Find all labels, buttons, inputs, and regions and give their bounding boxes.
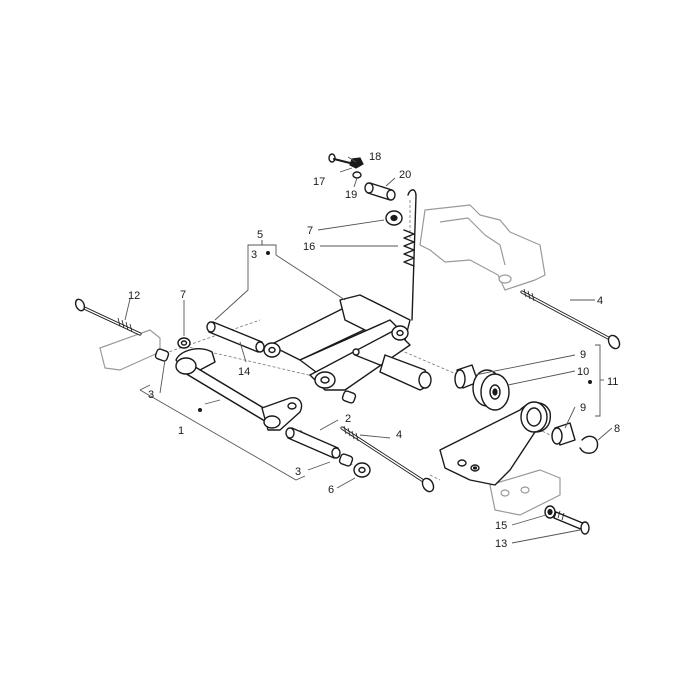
callout-9-lower: 9 <box>580 402 586 414</box>
callout-4-right: 4 <box>597 295 603 307</box>
group-bracket-1 <box>139 384 306 481</box>
callout-8: 8 <box>614 423 620 435</box>
swing-frame-5 <box>263 294 432 391</box>
pin-14 <box>206 321 265 353</box>
roller-10 <box>472 369 510 411</box>
callout-15: 15 <box>495 520 507 532</box>
callout-labels: 12 7 5 3 16 7 18 17 19 20 14 3 1 2 4 3 6… <box>128 151 620 550</box>
pin-2 <box>285 427 341 459</box>
group-bracket-11 <box>588 344 604 417</box>
long-bolt-left <box>74 298 142 336</box>
long-bolt-center <box>340 425 435 493</box>
callout-10: 10 <box>577 366 589 378</box>
callout-3-upper: 3 <box>251 249 257 261</box>
nut-left <box>177 337 191 349</box>
spacer-19 <box>352 171 362 179</box>
callout-20: 20 <box>399 169 411 181</box>
callout-13: 13 <box>495 538 507 550</box>
bushing-bottom <box>338 453 354 467</box>
callout-19: 19 <box>345 189 357 201</box>
tensioner-bracket-11 <box>439 401 552 486</box>
small-bolt-17 <box>328 153 351 164</box>
frame-bracket-left <box>99 329 161 371</box>
bushing-left <box>154 348 170 362</box>
sleeve-20 <box>364 182 396 201</box>
leader-lines <box>124 156 613 544</box>
callout-12: 12 <box>128 290 140 302</box>
nut-6 <box>353 462 371 478</box>
long-bolt-upper-right <box>520 288 621 350</box>
callout-2: 2 <box>345 413 351 425</box>
callout-17: 17 <box>313 176 325 188</box>
bushing-9-upper <box>454 364 479 389</box>
callout-7-left: 7 <box>180 289 186 301</box>
bolt-13 <box>553 510 590 535</box>
callout-14: 14 <box>238 366 250 378</box>
spring-16 <box>403 189 417 321</box>
nut-7-upper <box>385 210 403 226</box>
bushing-center <box>341 390 357 404</box>
callout-18: 18 <box>369 151 381 163</box>
callout-7-upper: 7 <box>307 225 313 237</box>
pivot-arm-1 <box>175 348 303 431</box>
callout-16: 16 <box>303 241 315 253</box>
callout-9-upper: 9 <box>580 349 586 361</box>
snap-ring-8 <box>579 435 599 454</box>
callout-11: 11 <box>607 376 618 388</box>
frame-bracket-lower-right <box>489 469 561 516</box>
washer-15 <box>544 505 556 519</box>
callout-3-left: 3 <box>148 389 154 401</box>
bushing-9-lower <box>551 422 576 446</box>
group-bracket-5 <box>214 240 346 321</box>
callout-5: 5 <box>257 229 263 241</box>
callout-1: 1 <box>178 425 184 437</box>
callout-3-bottom: 3 <box>295 466 301 478</box>
callout-6: 6 <box>328 484 334 496</box>
frame-bracket-upper-right <box>419 204 546 291</box>
callout-4-center: 4 <box>396 429 402 441</box>
